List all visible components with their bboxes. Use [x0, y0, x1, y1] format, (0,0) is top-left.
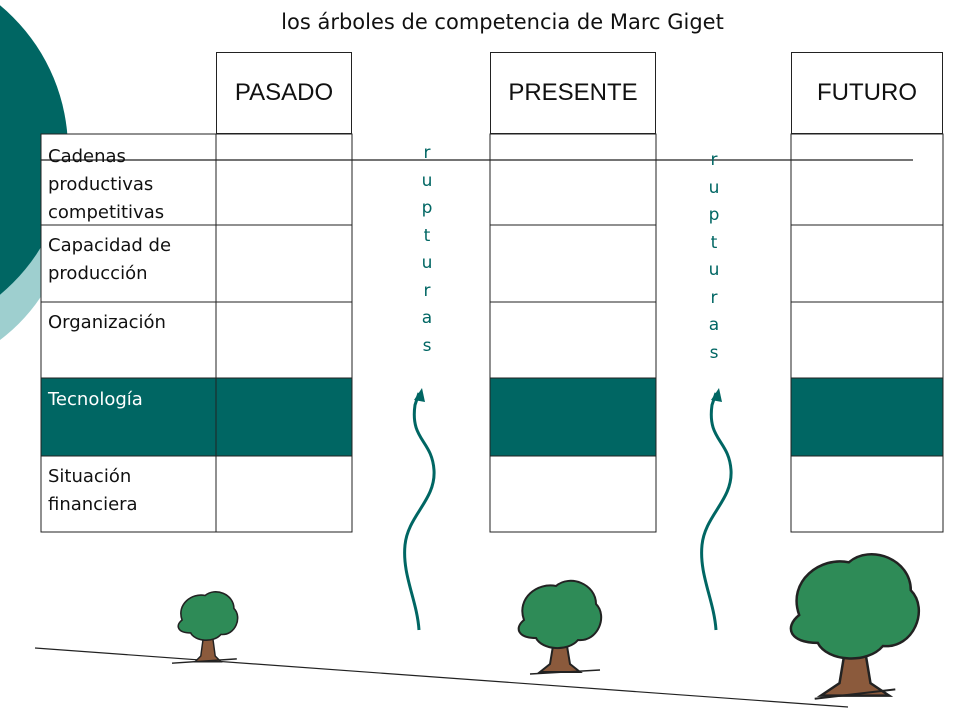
wavy-arrow-icon [700, 388, 733, 631]
row-label: Cadenas productivas competitivas [48, 146, 165, 223]
table-cell [489, 224, 657, 303]
row-label-cell [40, 224, 217, 303]
column-header-presente: PRESENTE [490, 52, 656, 134]
rupturas-label: r u p t u r a s [421, 143, 433, 356]
table-cell [215, 224, 353, 303]
row-label: Tecnología [48, 389, 143, 410]
tree-icon [171, 591, 239, 664]
table-cell [790, 377, 944, 457]
rupturas-label: r u p t u r a s [708, 150, 720, 363]
column-header-futuro: FUTURO [791, 52, 943, 134]
table-cell [215, 455, 353, 533]
table-cell [489, 301, 657, 379]
table-cell [215, 133, 353, 226]
wavy-arrow-icon [403, 388, 436, 631]
row-label-cell [40, 133, 217, 226]
row-label-cell [40, 455, 217, 533]
table-cell [489, 133, 657, 226]
tree-icon [517, 579, 603, 675]
table-cell [790, 224, 944, 303]
table-cell [215, 301, 353, 379]
table-grid [40, 133, 944, 533]
row-label-cell [40, 377, 217, 457]
page-title: los árboles de competencia de Marc Giget [281, 10, 724, 34]
table-cell [215, 377, 353, 457]
tree-icon [789, 553, 921, 700]
row-label-cell [40, 301, 217, 379]
table-cell [489, 455, 657, 533]
table-cell [489, 377, 657, 457]
ground-line [34, 647, 849, 708]
table-cell [790, 301, 944, 379]
table-cell [790, 133, 944, 226]
row-label: Situación financiera [48, 466, 138, 515]
table-cell [790, 455, 944, 533]
column-header-pasado: PASADO [216, 52, 352, 134]
row-label: Capacidad de producción [48, 235, 172, 284]
row-label: Organización [48, 312, 166, 333]
